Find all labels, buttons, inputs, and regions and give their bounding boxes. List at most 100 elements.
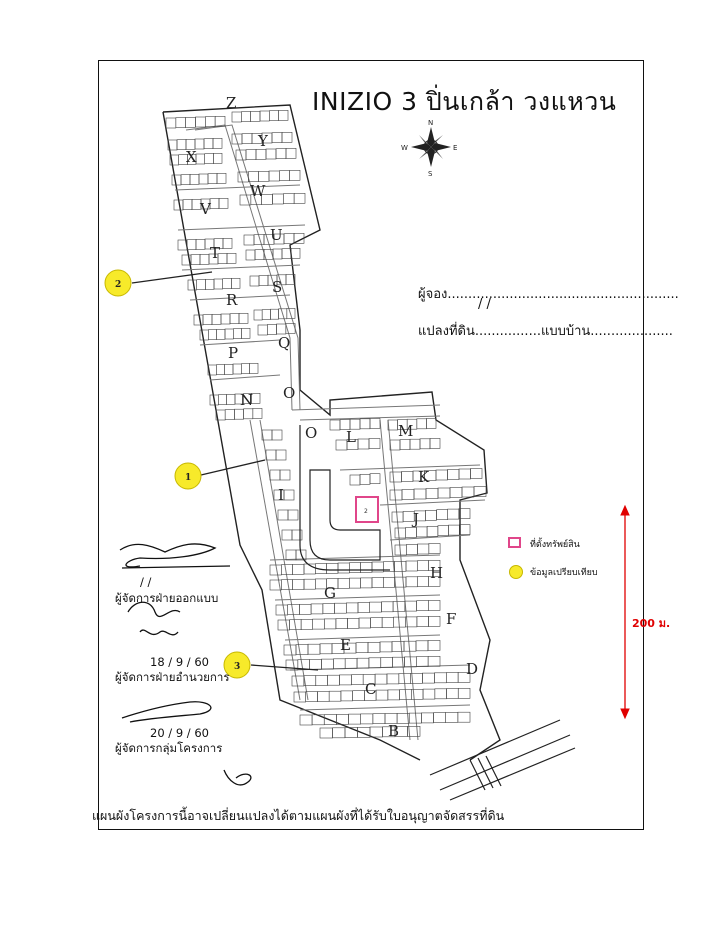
lot-cell bbox=[337, 578, 350, 589]
lot-cell bbox=[287, 509, 299, 521]
lot-cell bbox=[379, 641, 393, 653]
compass-e: E bbox=[453, 144, 457, 152]
lot-cell bbox=[299, 603, 312, 615]
lot-cell bbox=[327, 674, 340, 686]
lot-cell bbox=[433, 712, 447, 723]
lot-cell bbox=[214, 116, 226, 127]
lot-cell bbox=[220, 313, 231, 325]
lot-cell bbox=[374, 673, 388, 685]
comparable-marker-2[interactable]: 2 bbox=[104, 269, 213, 297]
lot-cell bbox=[421, 712, 434, 724]
booker-line[interactable]: ผู้จอง..................................… bbox=[418, 287, 679, 302]
lot-cell bbox=[382, 576, 395, 588]
lot-cell bbox=[369, 418, 381, 429]
lot-cell bbox=[457, 687, 471, 699]
lot-cell bbox=[428, 615, 441, 627]
lot-cell bbox=[224, 328, 234, 340]
lot-cell bbox=[348, 713, 362, 725]
lot-cell bbox=[292, 579, 305, 590]
block-label-y-1: Y bbox=[257, 132, 269, 150]
lot-cell bbox=[258, 171, 270, 182]
compass-w: W bbox=[401, 144, 408, 152]
lot-cell bbox=[434, 688, 447, 700]
lot-cell bbox=[389, 439, 401, 451]
lot-cell bbox=[216, 364, 225, 376]
lot-cell bbox=[224, 363, 234, 375]
lot-cell bbox=[291, 529, 303, 541]
lot-cell bbox=[213, 153, 223, 164]
lot-cell bbox=[409, 438, 421, 450]
lot-cell bbox=[216, 328, 226, 340]
block-label-r-8: R bbox=[226, 291, 238, 309]
lot-cell bbox=[190, 254, 201, 265]
lot-cell bbox=[218, 394, 227, 406]
lot-cell bbox=[437, 487, 451, 499]
lot-cell bbox=[416, 560, 429, 572]
lot-cell bbox=[279, 469, 291, 481]
lot-cell bbox=[391, 641, 405, 652]
lot-cell bbox=[449, 487, 463, 498]
lot-cell bbox=[370, 617, 383, 629]
signature-3-date: 20 / 9 / 60 bbox=[150, 726, 209, 740]
lot-cell bbox=[271, 132, 283, 143]
lot-cell bbox=[394, 576, 407, 588]
lot-cell bbox=[381, 617, 395, 628]
lot-cell bbox=[285, 274, 296, 285]
comparable-marker-3[interactable]: 3 bbox=[223, 651, 319, 679]
lot-cell bbox=[429, 438, 441, 449]
lot-cell bbox=[209, 198, 220, 209]
signature-2-role: ผู้จัดการฝ่ายอำนวยการ bbox=[115, 670, 230, 684]
lot-cell bbox=[323, 618, 337, 630]
lot-cell bbox=[205, 116, 216, 127]
lot-cell bbox=[416, 418, 427, 430]
lot-cell bbox=[457, 711, 471, 723]
lot-cell bbox=[348, 562, 361, 574]
lot-cell bbox=[185, 117, 196, 128]
central-park bbox=[299, 425, 390, 571]
lot-cell bbox=[222, 238, 233, 249]
subject-lot[interactable]: 2 bbox=[355, 496, 379, 523]
lot-cell bbox=[344, 658, 358, 669]
lot-cell bbox=[405, 560, 418, 572]
lot-cell bbox=[249, 275, 260, 287]
lot-cell bbox=[207, 173, 218, 184]
lot-cell bbox=[261, 309, 271, 320]
lot-cell bbox=[299, 714, 313, 726]
lot-cell bbox=[270, 308, 279, 320]
lot-cell bbox=[272, 193, 284, 205]
lot-cell bbox=[389, 489, 403, 501]
lot-cell bbox=[349, 474, 361, 486]
lot-cell bbox=[198, 173, 209, 185]
lot-cell bbox=[387, 689, 400, 701]
lot-cell bbox=[278, 110, 289, 121]
compass-rose-icon: N E S W bbox=[401, 119, 457, 178]
lot-cell bbox=[399, 439, 411, 450]
comparable-marker-1[interactable]: 1 bbox=[174, 459, 266, 490]
lot-cell bbox=[176, 139, 187, 150]
lot-cell bbox=[286, 308, 296, 319]
lot-cell bbox=[180, 174, 191, 185]
lot-cell bbox=[253, 309, 263, 321]
lot-cell bbox=[358, 617, 371, 629]
lot-cell bbox=[171, 174, 182, 186]
block-label-g-20: G bbox=[324, 584, 336, 602]
lot-cell bbox=[369, 601, 382, 613]
lot-cell bbox=[165, 117, 177, 129]
lot-cell bbox=[275, 604, 288, 616]
lot-cell bbox=[196, 279, 206, 291]
lot-cell bbox=[422, 672, 435, 684]
lot-cell bbox=[422, 688, 436, 700]
block-label-k-16: K bbox=[418, 468, 430, 486]
lot-cell bbox=[416, 576, 429, 587]
lot-cell bbox=[405, 544, 418, 555]
lot-cell bbox=[224, 409, 235, 420]
lot-cell bbox=[226, 393, 236, 405]
lot-cell bbox=[241, 363, 250, 375]
lot-cell bbox=[205, 278, 215, 290]
lot-cell bbox=[303, 578, 316, 590]
lot-cell bbox=[328, 690, 342, 702]
main-road bbox=[429, 719, 576, 801]
plot-house-line[interactable]: แปลงที่ดิน................แบบบ้าน.......… bbox=[418, 324, 673, 339]
lot-cell bbox=[473, 486, 487, 497]
lot-cell bbox=[218, 198, 229, 209]
